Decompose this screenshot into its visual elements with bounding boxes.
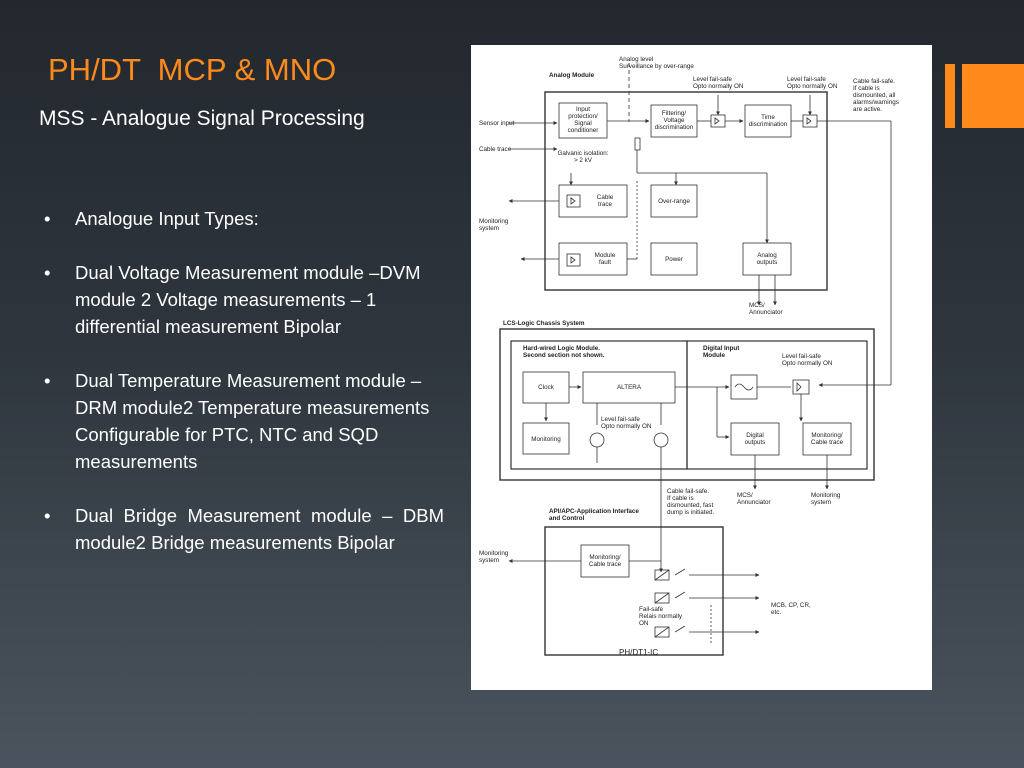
lcs-title: LCS-Logic Chassis System — [503, 320, 585, 327]
galvanic-label: Galvanic isolation:> 2 kV — [557, 150, 608, 164]
cable-trace-block — [558, 184, 628, 218]
bullet-item: • Dual Bridge Measurement module – DBM mo… — [44, 502, 444, 556]
lcs-mcs-label: MCS/Annunciator — [737, 492, 771, 506]
hardwired-module-frame — [510, 340, 688, 470]
decor-bar-left — [945, 64, 955, 128]
bullet-text: Dual Voltage Measurement module –DVM mod… — [75, 262, 421, 337]
bullet-item: • Dual Temperature Measurement module – D… — [44, 367, 444, 475]
bullet-dot: • — [44, 370, 51, 391]
mcs-annunciator-label: MCS/Annunciator — [749, 302, 783, 316]
power-block — [650, 242, 698, 276]
opto-coupler-5 — [589, 432, 605, 448]
over-range-label: Over-range — [658, 198, 690, 205]
opto-symbol — [714, 117, 720, 125]
relay-coil-3 — [654, 626, 670, 638]
lcs-monitoring-block — [522, 422, 570, 455]
analog-module-frame — [544, 91, 828, 291]
opto-symbol — [796, 382, 802, 392]
bullet-item: • Analogue Input Types: — [44, 205, 444, 232]
opto-coupler-6 — [653, 432, 669, 448]
slide-title: PH/DT MCP & MNO — [48, 52, 337, 87]
sensor-input-label: Sensor input — [479, 120, 515, 127]
opto-symbol — [570, 256, 576, 264]
relay-coil-line — [654, 569, 670, 581]
opto-coupler-1 — [710, 114, 726, 128]
opto-coupler-4 — [566, 253, 581, 267]
bullet-dot: • — [44, 262, 51, 283]
bullet-text: Dual Temperature Measurement module – DR… — [75, 370, 430, 472]
module-fault-block — [558, 242, 628, 276]
relay-coil-1 — [654, 569, 670, 581]
api-monitoring-label: Monitoring/Cable trace — [589, 554, 622, 568]
bullet-dot: • — [44, 208, 51, 229]
relay-contact — [674, 568, 686, 576]
lcs-monitoring-cable-label: Monitoring/Cable trace — [811, 432, 844, 446]
relay-coil-line — [654, 626, 670, 638]
digital-input-frame — [686, 340, 868, 470]
power-label: Power — [665, 256, 683, 263]
bullet-dot: • — [44, 505, 51, 526]
opto-symbol — [570, 197, 576, 205]
cable-trace-input-label: Cable trace — [479, 146, 512, 153]
relay-coil-2 — [654, 592, 670, 604]
input-protection-block — [558, 102, 608, 139]
opto-coupler-3 — [566, 194, 581, 208]
bullet-text: Analogue Input Types: — [75, 208, 259, 229]
diagram-caption: PH/DT1-IC — [619, 648, 658, 657]
analog-module-title: Analog Module — [549, 72, 595, 79]
bullet-item: • Dual Voltage Measurement module –DVM mo… — [44, 259, 444, 340]
relay-coil-line — [654, 592, 670, 604]
bullet-list: • Analogue Input Types: • Dual Voltage Mea… — [44, 205, 444, 583]
analog-outputs-block — [742, 242, 792, 276]
slide-subtitle: MSS - Analogue Signal Processing — [39, 107, 365, 130]
clock-label: Clock — [538, 384, 555, 391]
opto-coupler-2 — [802, 114, 818, 128]
api-frame — [544, 526, 724, 656]
hardwired-label: Hard-wired Logic Module.Second section n… — [523, 345, 605, 359]
relay-contact — [674, 625, 686, 633]
filter-wave — [734, 383, 754, 391]
over-range-block — [650, 184, 698, 218]
resistor — [634, 137, 641, 151]
lcs-frame — [499, 328, 875, 481]
bullet-text: Dual Bridge Measurement module – DBM mod… — [75, 505, 444, 553]
mcb-label: MCB, CP, CR,etc. — [771, 602, 811, 616]
decor-bar-right — [962, 64, 1024, 128]
opto-symbol — [806, 117, 812, 125]
relay-contact — [674, 591, 686, 599]
altera-block — [582, 371, 676, 404]
altera-label: ALTERA — [617, 384, 642, 391]
lcs-monitoring-label: Monitoring — [531, 436, 561, 443]
